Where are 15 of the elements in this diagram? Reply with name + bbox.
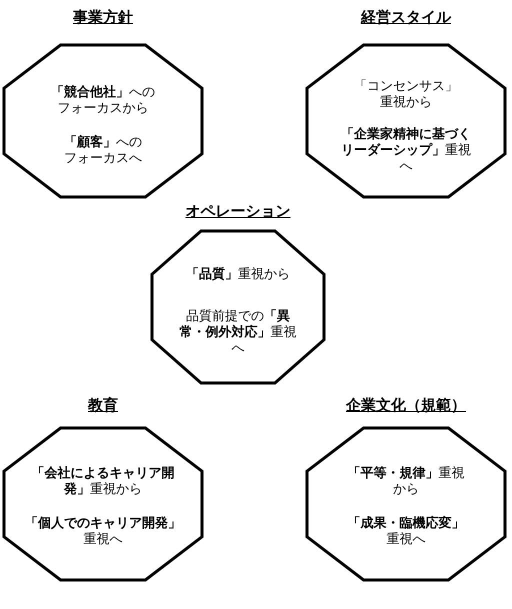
section-title: 経営スタイル: [361, 8, 451, 27]
octagon-text: 「競合他社」へのフォーカスから: [50, 85, 156, 117]
section-title: 事業方針: [73, 8, 133, 27]
octagon-text: 「平等・規律」重視から: [346, 466, 466, 498]
octagon-text: 品質前提での「異常・例外対応」重視へ: [178, 309, 298, 357]
octagon-text: 「会社によるキャリア開発」重視から: [30, 466, 176, 498]
octagon-text: 「品質」重視から: [185, 267, 291, 283]
octagon-text: 「顧客」へのフォーカスへ: [63, 135, 143, 167]
octagon-text: 「成果・臨機応変」重視へ: [346, 516, 466, 548]
section-title: 企業文化（規範）: [346, 396, 466, 415]
octagon-text: 「企業家精神に基づくリーダーシップ」重視へ: [340, 127, 472, 175]
octagon-text: 「コンセンサス」重視から: [353, 79, 459, 111]
octagon-text: 「個人でのキャリア開発」重視へ: [24, 516, 182, 548]
section-title: 教育: [88, 396, 118, 415]
section-title: オペレーション: [186, 202, 290, 221]
